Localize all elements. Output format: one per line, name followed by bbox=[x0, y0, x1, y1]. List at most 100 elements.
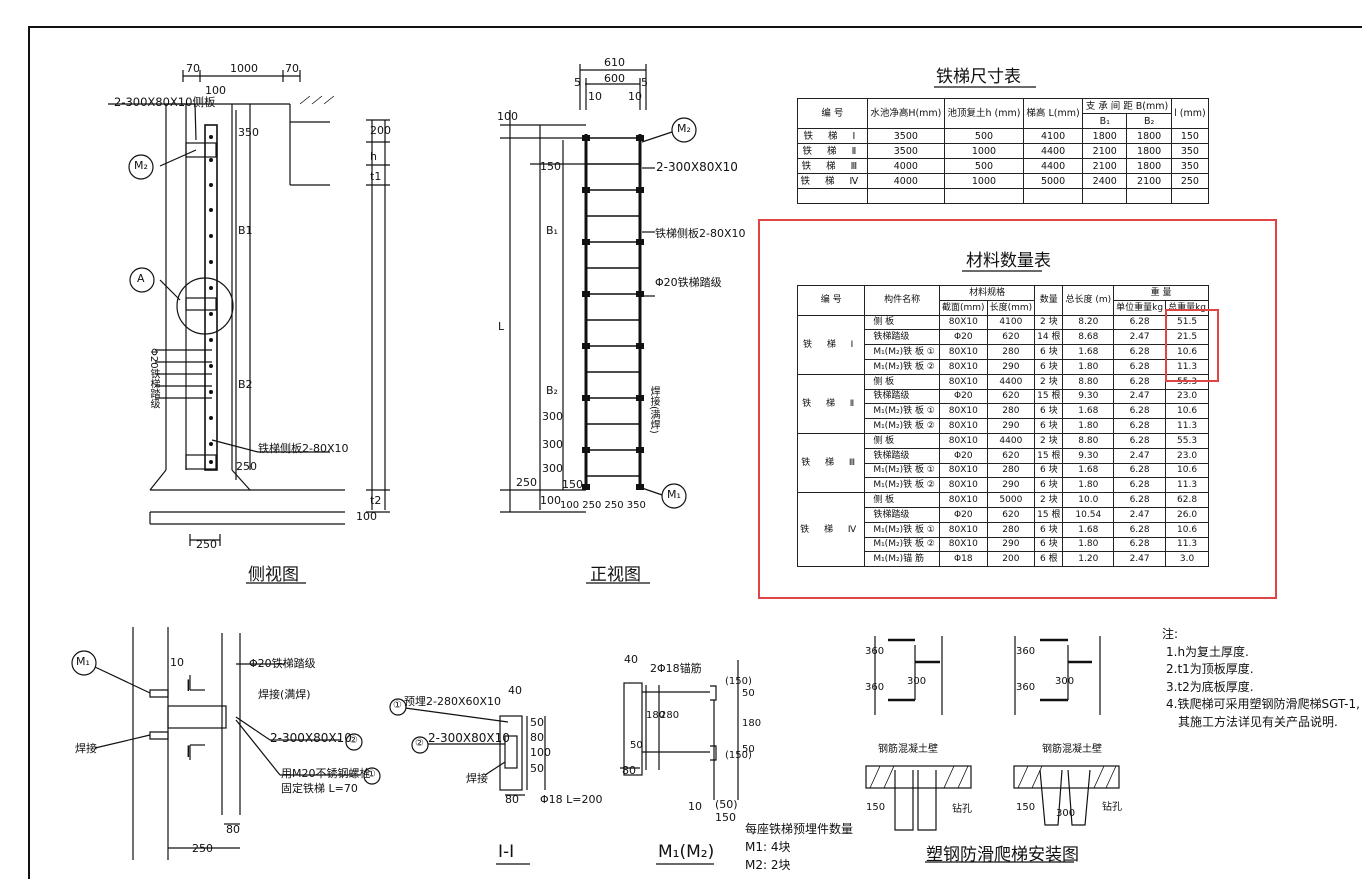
install-wall-2: 钢筋混凝土壁 bbox=[1042, 744, 1102, 755]
dim-150-front: 150 bbox=[540, 160, 561, 173]
dim-t2: t2 bbox=[370, 494, 382, 507]
size-table-empty-row bbox=[797, 188, 1210, 204]
dim-10-left: 10 bbox=[588, 90, 602, 103]
size-cell-h: 500 bbox=[943, 158, 1025, 174]
dim-300-b: 300 bbox=[542, 438, 563, 451]
size-cell-H: 4000 bbox=[866, 158, 945, 174]
front-step-label: Φ20铁梯踏级 bbox=[655, 276, 722, 289]
embed-dim-50r2: 50 bbox=[742, 744, 755, 755]
front-m2-circle: M₂ bbox=[677, 122, 691, 135]
size-cell-l: 350 bbox=[1170, 158, 1210, 174]
front-side-label: 铁梯侧板2-80X10 bbox=[655, 227, 746, 240]
detail-weld-full-label: 焊接(满焊) bbox=[258, 688, 311, 701]
section-dim-100: 100 bbox=[530, 746, 551, 759]
size-cell-h: 1000 bbox=[943, 173, 1025, 189]
size-cell-H: 3500 bbox=[866, 128, 945, 144]
dim-t1: t1 bbox=[370, 170, 382, 183]
embed-dim-150: 150 bbox=[715, 811, 736, 824]
dim-300-a: 300 bbox=[542, 410, 563, 423]
drawing-border bbox=[28, 26, 1362, 879]
material-group-label: 铁 梯 Ⅲ bbox=[796, 432, 866, 494]
note-1: 1.h为复土厚度. bbox=[1166, 644, 1249, 659]
note-2: 2.t1为顶板厚度. bbox=[1166, 662, 1254, 676]
embed-dim-50: 50 bbox=[630, 740, 643, 751]
m2-circle-label: M₂ bbox=[134, 159, 148, 172]
detail-m1-circle: M₁ bbox=[76, 655, 90, 668]
side-plate-top-label: 2-300X80X10侧板 bbox=[114, 95, 216, 109]
size-cell-l: 350 bbox=[1170, 143, 1210, 159]
size-cell-B2: 1800 bbox=[1126, 128, 1172, 144]
section-pre-label: 预埋2-280X60X10 bbox=[404, 695, 502, 708]
side-step-label: Φ20铁梯踏级 bbox=[148, 348, 159, 409]
dim-h: h bbox=[370, 150, 377, 163]
embed-dim-150a: (150) bbox=[725, 676, 752, 687]
detail-plate-label: 2-300X80X10 bbox=[270, 731, 352, 745]
size-header-H: 水池净高H(mm) bbox=[866, 98, 945, 129]
size-header-B2: B₂ bbox=[1126, 113, 1172, 129]
material-table-highlight bbox=[758, 219, 1277, 599]
notes-title: 注: bbox=[1162, 627, 1179, 641]
size-cell-empty bbox=[1126, 188, 1172, 204]
mat-header-qty: 数量 bbox=[1034, 285, 1064, 316]
material-group-label: 铁 梯 Ⅰ bbox=[796, 314, 866, 375]
notes-block: 注: 1.h为复土厚度. 2.t1为顶板厚度. 3.t2为底板厚度. 4.铁爬梯… bbox=[1162, 626, 1360, 731]
size-header-h: 池顶复土h (mm) bbox=[943, 98, 1025, 129]
embed-dim-180: 180 bbox=[646, 710, 666, 721]
front-view-caption: 正视图 bbox=[590, 565, 641, 585]
size-cell-H: 4000 bbox=[866, 173, 945, 189]
embed-dim-180r: 180 bbox=[742, 718, 762, 729]
front-view-drawing bbox=[500, 64, 673, 513]
section-dim-40: 40 bbox=[508, 684, 522, 697]
dim-350: 350 bbox=[238, 126, 259, 139]
embed-qty-m2: M2: 2块 bbox=[745, 858, 791, 872]
material-cell-name: M₁(M₂)锚 筋 bbox=[864, 551, 941, 568]
material-cell-length: 200 bbox=[986, 551, 1036, 568]
material-cell-qty: 6 根 bbox=[1034, 551, 1064, 568]
dim-200: 200 bbox=[370, 124, 391, 137]
note-5: 其施工方法详见有关产品说明. bbox=[1178, 714, 1338, 729]
embed-dim-80: 80 bbox=[622, 764, 636, 777]
embed-anchor-label: 2Φ18锚筋 bbox=[650, 662, 702, 675]
side-view-caption: 侧视图 bbox=[248, 565, 299, 585]
section-circle-2: ② bbox=[415, 738, 424, 749]
material-cell-section: Φ18 bbox=[939, 551, 988, 568]
dim-250-bottom: 250 bbox=[196, 538, 217, 551]
size-cell-B1: 2100 bbox=[1082, 143, 1128, 159]
material-group-label: 铁 梯 Ⅱ bbox=[796, 373, 866, 434]
material-cell-total-weight: 3.0 bbox=[1165, 551, 1209, 568]
embed-dim-50r: 50 bbox=[742, 688, 755, 699]
install-wall-1: 钢筋混凝土壁 bbox=[878, 744, 938, 755]
dim-150-front-b: 150 bbox=[562, 478, 583, 491]
install-dim-150b: 150 bbox=[1016, 802, 1036, 813]
size-header-l: l (mm) bbox=[1170, 98, 1210, 129]
detail-weld-label: 焊接 bbox=[75, 742, 97, 755]
embed-dim-280: 280 bbox=[660, 710, 680, 721]
size-cell-empty bbox=[943, 188, 1025, 204]
install-drawing bbox=[865, 636, 1120, 831]
dim-600: 600 bbox=[604, 72, 625, 85]
size-cell-no: 铁 梯 Ⅰ bbox=[797, 128, 868, 144]
dim-front-bottom: 100 250 250 350 bbox=[560, 500, 646, 511]
size-cell-l: 250 bbox=[1170, 173, 1210, 189]
section-dim-80b: 80 bbox=[530, 731, 544, 744]
size-cell-no: 铁 梯 Ⅳ bbox=[797, 173, 868, 189]
install-dim-360a: 360 bbox=[865, 646, 885, 657]
embed-dim-10: 10 bbox=[688, 800, 702, 813]
material-cell-qty: 15 根 bbox=[1034, 388, 1064, 405]
detail-a-circle-label: A bbox=[137, 272, 145, 285]
size-cell-L: 4400 bbox=[1023, 143, 1084, 159]
mat-header-no: 编 号 bbox=[796, 285, 866, 316]
section-plate-label: 2-300X80X10 bbox=[428, 731, 510, 745]
size-cell-B2: 1800 bbox=[1126, 143, 1172, 159]
dim-L-front: L bbox=[498, 320, 505, 333]
dim-250-side: 250 bbox=[236, 460, 257, 473]
